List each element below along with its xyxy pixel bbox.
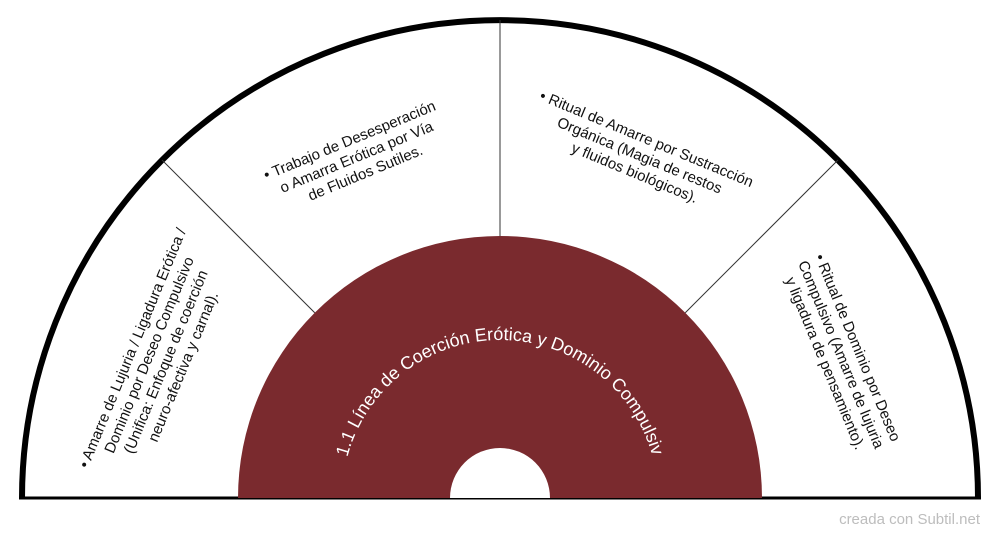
- segment-divider: [161, 159, 316, 314]
- center-hole: [450, 448, 550, 498]
- center-hub: [238, 236, 762, 498]
- segment-divider: [684, 159, 839, 314]
- watermark: creada con Subtil.net: [839, 511, 980, 528]
